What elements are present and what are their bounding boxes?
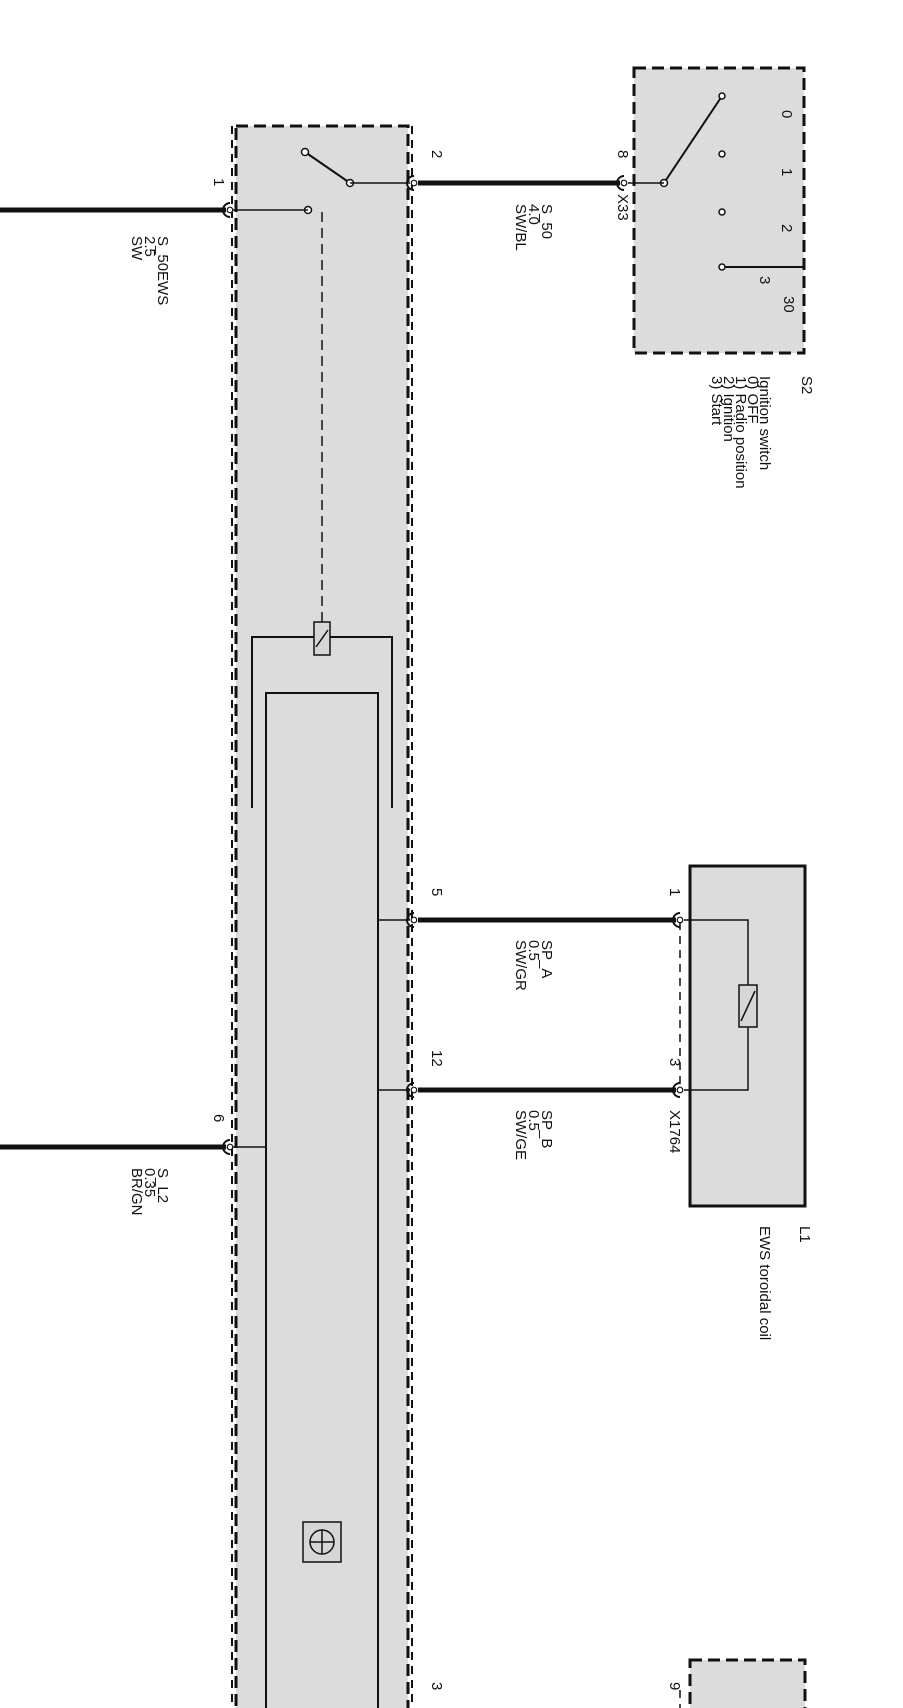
pin-marker-p12	[406, 1082, 418, 1098]
s2-position-2-label: 2	[778, 224, 795, 232]
s2-position-0-label: 0	[778, 110, 795, 118]
coil-element-diagonal	[740, 990, 756, 1022]
wire-s-l2-size: 0.35	[141, 1168, 158, 1197]
wire-s-50-name: S_50	[538, 204, 555, 239]
s2-connector-x33-label: X33	[614, 194, 631, 221]
ews-pin-5-label: 5	[428, 888, 445, 896]
wire-s-50ews-color: SW	[128, 236, 145, 261]
pin-marker-s2-p8	[616, 175, 628, 191]
ews-pin-12-label: 12	[428, 1050, 445, 1067]
s2-position-3-label: 3	[756, 276, 773, 284]
s2-ref-label: S2	[798, 376, 815, 394]
toroidal-coil-l1	[679, 864, 807, 1208]
wire-sp-b-size: 0.5	[525, 1110, 542, 1131]
relay-contact-pivot	[300, 147, 310, 157]
switch-position-1-contact	[718, 150, 726, 158]
s2-description-line-3: 1) Radio position	[732, 376, 749, 489]
pin-marker-p1	[222, 202, 234, 218]
lower-right-box	[688, 1658, 807, 1708]
wire-sp-b-color: SW/GE	[512, 1110, 529, 1160]
s2-description-line-4: 2) Ignition	[720, 376, 737, 442]
wire-sp-b-name: SP_B	[538, 1110, 555, 1148]
lower-box-pin-9-label: 9	[666, 1682, 683, 1690]
s2-terminal-30-label: 30	[780, 296, 797, 313]
l1-pin-1-label: 1	[666, 888, 683, 896]
switch-position-0-contact	[718, 92, 726, 100]
pin-marker-l1-p3	[672, 1082, 684, 1098]
wire-s-50-size: 4.0	[525, 204, 542, 225]
ignition-switch-s2	[628, 66, 806, 355]
wire-s-50-color: SW/BL	[512, 204, 529, 251]
pin-marker-p6	[222, 1139, 234, 1155]
wire-sp-a-color: SW/GR	[512, 940, 529, 991]
s2-description-line-2: 0) OFF	[744, 376, 761, 424]
pin-marker-p2	[406, 175, 418, 191]
ews-pin-6-label: 6	[210, 1114, 227, 1122]
ignition-switch-lever	[663, 95, 723, 184]
ews-pin-3-label: 3	[428, 1682, 445, 1690]
l1-ref-label: L1	[796, 1226, 813, 1243]
wire-s-l2-name: S_L2	[154, 1168, 171, 1203]
wire-s-50ews-size: 2.5	[141, 236, 158, 257]
ews-pin-1-label: 1	[210, 178, 227, 186]
switch-position-3-contact	[718, 263, 726, 271]
l1-description-label: EWS toroidal coil	[756, 1226, 773, 1340]
relay-coil-diagonal	[315, 629, 329, 648]
s2-pin-8-label: 8	[614, 150, 631, 158]
pin-marker-p5	[406, 912, 418, 928]
wires	[0, 180, 676, 1150]
wire-sp-a-size: 0.5	[525, 940, 542, 961]
transistor-housing	[265, 692, 379, 1708]
ecu-symbol-icon	[302, 1521, 342, 1563]
l1-pin-3-label: 3	[666, 1058, 683, 1066]
s2-description-line-5: 3) Start	[708, 376, 725, 426]
wire-s-l2-color: BR/GN	[128, 1168, 145, 1216]
ews-pin-2-label: 2	[428, 150, 445, 158]
ews-module	[228, 124, 413, 1708]
wire-s-50ews-name: S_50EWS	[154, 236, 171, 305]
l1-connector-x1764-label: X1764	[666, 1110, 683, 1153]
s2-description-line-1: Ignition switch	[756, 376, 773, 470]
switch-position-2-contact	[718, 208, 726, 216]
pin-markers	[222, 175, 684, 1155]
wire-sp-a-name: SP_A	[538, 940, 555, 978]
relay-contact-line	[304, 151, 351, 184]
s2-position-1-label: 1	[778, 168, 795, 176]
